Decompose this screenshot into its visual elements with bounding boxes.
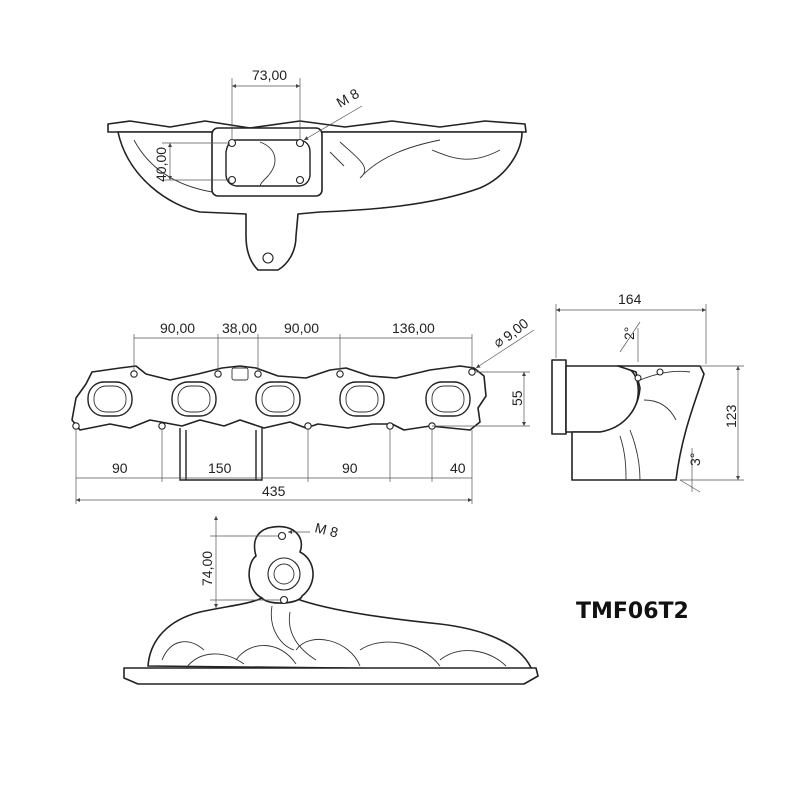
front-dim-top-1: 38,00: [222, 320, 257, 336]
front-height-dim: 55: [509, 390, 525, 406]
front-dim-top-3: 136,00: [392, 320, 435, 336]
exhaust-port: [255, 381, 301, 417]
hole-dia-dim: 9,00: [500, 315, 531, 345]
outlet-bolt-hole: [262, 252, 274, 264]
top-width-dim: 73,00: [252, 67, 287, 83]
bolt-hole: [295, 138, 305, 148]
side-view-flange: [551, 359, 567, 435]
bottom-view: 74,00 M 8: [123, 516, 539, 685]
top-thread-label: M 8: [334, 85, 362, 111]
angle-bottom: 3°: [687, 453, 703, 466]
front-dim-bottom-1: 150: [208, 460, 232, 476]
bottom-thread-label: M 8: [313, 519, 340, 540]
side-view: 164 2° 123 3°: [551, 291, 744, 493]
top-view-runners: [133, 139, 501, 193]
front-dim-bottom-3: 40: [450, 460, 466, 476]
front-view-turbo-leg: [179, 428, 263, 481]
side-width-dim: 164: [618, 291, 642, 307]
front-dim-bottom-2: 90: [342, 460, 358, 476]
side-view-runner: [571, 365, 705, 481]
front-dim-top-0: 90,00: [160, 320, 195, 336]
front-dim-top-2: 90,00: [284, 320, 319, 336]
bottom-view-flange: [123, 667, 539, 685]
front-dim-bottom-0: 90: [112, 460, 128, 476]
bolt-hole: [295, 175, 305, 185]
top-view-turbo-port: [225, 139, 311, 187]
exhaust-port: [425, 381, 471, 417]
bottom-view-manifold-body: [147, 591, 533, 671]
side-height-dim: 123: [723, 404, 739, 428]
top-view-divider: [259, 141, 276, 187]
exhaust-port: [171, 381, 217, 417]
front-view: 90,00 38,00 90,00 136,00 ⌀ 9,00 55 90 15…: [71, 315, 535, 504]
angle-top: 2°: [621, 327, 637, 340]
top-view: 73,00 40,00 M 8: [107, 67, 527, 271]
part-number-title: TMF06T2: [576, 599, 689, 624]
top-height-dim: 40,00: [153, 147, 169, 182]
top-view-turbo-flange: [211, 127, 323, 197]
exhaust-port: [339, 381, 385, 417]
front-total-dim: 435: [262, 483, 286, 499]
exhaust-port: [87, 381, 133, 417]
bottom-height-dim: 74,00: [199, 551, 215, 586]
top-view-flange: [107, 120, 527, 133]
